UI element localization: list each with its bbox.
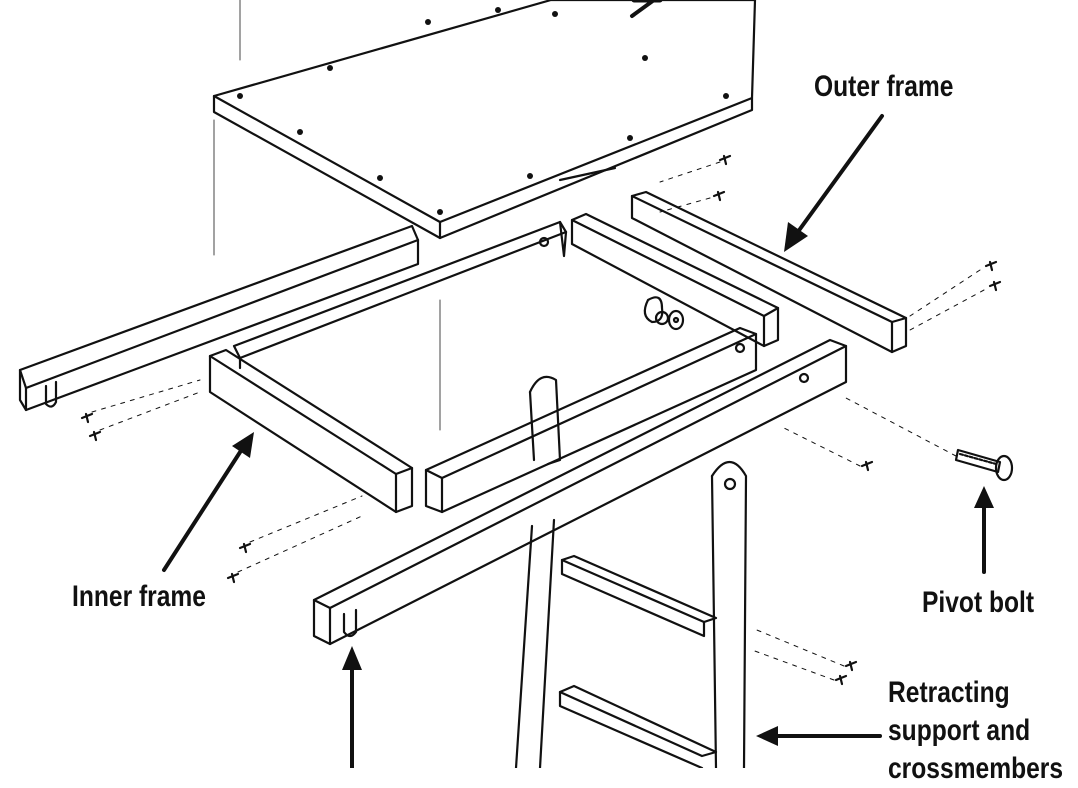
exploded-assembly-drawing bbox=[18, 0, 1014, 768]
construction-lines bbox=[213, 0, 441, 431]
retracting-line-2: support and bbox=[888, 714, 1031, 747]
outer-frame-end-piece bbox=[630, 190, 908, 354]
outer-frame-front-rail bbox=[312, 338, 848, 646]
retracting-line-3: crossmembers bbox=[888, 752, 1064, 785]
inner-frame bbox=[208, 212, 780, 514]
top-panel bbox=[212, 0, 757, 240]
inner-frame-label: Inner frame bbox=[72, 580, 206, 613]
arrows bbox=[162, 0, 986, 768]
arrowheads bbox=[232, 222, 994, 746]
wing-nut bbox=[643, 296, 685, 331]
retracting-support-label: Retracting support and crossmembers bbox=[888, 674, 1063, 788]
pivot-bolt bbox=[845, 397, 1014, 482]
retracting-line-1: Retracting bbox=[888, 676, 1010, 709]
retracting-support bbox=[514, 375, 748, 768]
outer-frame-left-rail bbox=[18, 224, 420, 412]
pivot-bolt-label: Pivot bolt bbox=[922, 586, 1035, 619]
outer-frame-label: Outer frame bbox=[814, 70, 954, 103]
screws bbox=[80, 154, 1002, 686]
